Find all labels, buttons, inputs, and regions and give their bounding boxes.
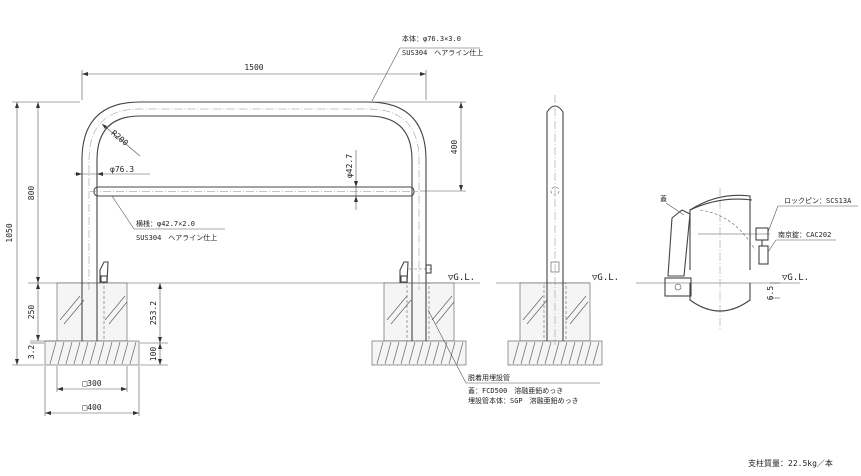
dim-400-base: □400 xyxy=(44,366,140,416)
detail-lock-pin xyxy=(755,227,769,265)
left-foundation xyxy=(56,282,128,342)
dim-r200: R200 xyxy=(101,123,141,157)
dim-400: 400 xyxy=(372,101,466,192)
side-ground-label: ▽G.L. xyxy=(592,273,619,283)
rail-diameter-label: φ42.7 xyxy=(345,154,354,178)
side-view: ▽G.L. xyxy=(496,95,619,366)
dim-width-label: 1500 xyxy=(244,63,263,72)
dim-1500: 1500 xyxy=(81,63,427,100)
pit-depth-label: 253.2 xyxy=(149,301,158,325)
dim-above-ground-label: 800 xyxy=(27,186,36,201)
base-hatching xyxy=(49,341,464,365)
lid-callout: 蓋 xyxy=(660,194,685,216)
dim-embed-label: 250 xyxy=(27,305,36,320)
pit-size-label: □300 xyxy=(82,379,101,388)
front-ground-label: ▽G.L. xyxy=(448,273,475,283)
lock-pin-label: ロックピン：SCS13A xyxy=(784,197,852,205)
sleeve-note-line3: 埋設管本体：SGP 溶融亜鉛めっき xyxy=(468,396,579,405)
dim-250: 250 xyxy=(27,283,56,342)
left-base xyxy=(44,340,140,366)
foundation-marks xyxy=(59,295,455,325)
main-pipe-centerline xyxy=(88,108,420,290)
detail-lower-pipe xyxy=(689,283,751,312)
base-size-label: □400 xyxy=(82,403,101,412)
body-note-line1: 本体：φ76.3×3.0 xyxy=(402,34,461,43)
main-pipe-outer xyxy=(81,101,427,341)
dim-6-5: 6.5 xyxy=(766,282,780,301)
dim-800: 800 xyxy=(27,102,40,283)
rail-note: 横桟：φ42.7×2.0 SUS304 ヘアライン仕上 xyxy=(111,195,225,242)
padlock-callout: 南京錠：CAC202 xyxy=(767,230,836,253)
dim-1050: 1050 xyxy=(5,101,80,366)
sleeve-note: 脱着用埋設管 蓋：FCD500 溶融亜鉛めっき 埋設管本体：SGP 溶融亜鉛めっ… xyxy=(427,309,600,405)
body-note-line2: SUS304 ヘアライン仕上 xyxy=(402,48,483,57)
main-pipe-inner xyxy=(96,115,413,341)
right-lid xyxy=(399,261,432,284)
base-depth-label: 100 xyxy=(149,347,158,362)
detail-view: 蓋 ロックピン：SCS13A 南京錠：CAC202 ▽G.L. 6.5 xyxy=(636,188,858,330)
dim-300: □300 xyxy=(56,366,128,392)
lid-label: 蓋 xyxy=(660,194,667,203)
rail-offset-label: 400 xyxy=(450,140,459,155)
detail-offset-label: 6.5 xyxy=(766,286,775,301)
lock-pin-callout: ロックピン：SCS13A xyxy=(767,197,858,233)
sleeve-note-line1: 脱着用埋設管 xyxy=(468,373,510,382)
sleeve-note-line2: 蓋：FCD500 溶融亜鉛めっき xyxy=(468,386,563,395)
dim-height-label: 1050 xyxy=(5,223,14,242)
left-lid xyxy=(99,261,109,284)
dim-253-2: 253.2 xyxy=(140,283,168,344)
dim-100: 100 xyxy=(140,343,168,366)
front-view: 1500 1050 800 250 3.2 xyxy=(5,34,600,416)
body-note: 本体：φ76.3×3.0 SUS304 ヘアライン仕上 xyxy=(371,34,483,102)
detail-collar xyxy=(664,277,692,297)
dim-rail-dia: φ42.7 xyxy=(345,150,358,210)
dim-3-2: 3.2 xyxy=(27,342,44,360)
rail-note-line2: SUS304 ヘアライン仕上 xyxy=(136,233,217,242)
right-foundation xyxy=(383,282,455,342)
dim-cap-label: 3.2 xyxy=(27,345,36,360)
dim-pipe-dia: φ76.3 xyxy=(74,165,150,176)
weight-label: 支柱質量：22.5kg／本 xyxy=(748,458,833,468)
rail-note-line1: 横桟：φ42.7×2.0 xyxy=(136,219,195,228)
pipe-diameter-label: φ76.3 xyxy=(110,165,134,174)
detail-ground-label: ▽G.L. xyxy=(782,273,809,283)
padlock-label: 南京錠：CAC202 xyxy=(778,230,831,239)
detail-lid xyxy=(667,209,691,277)
